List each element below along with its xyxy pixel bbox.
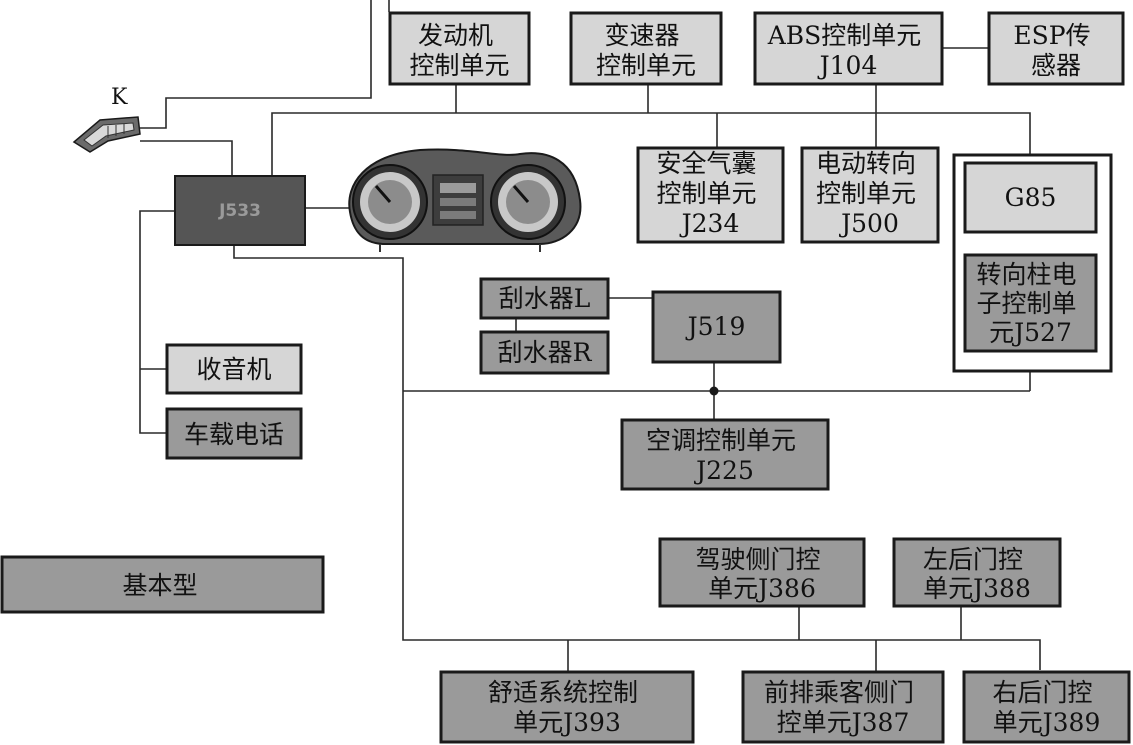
infotainment-bus <box>139 210 175 434</box>
top-bus-line <box>271 112 1031 208</box>
steering-column-group: G85 转向柱电 子控制单 元J527 <box>952 153 1113 373</box>
radio-unit-label: 收音机 <box>196 355 271 384</box>
rear-right-door-control-unit-label: 右后门控 单元J389 <box>993 678 1101 737</box>
instrument-cluster-icon <box>348 148 582 252</box>
gateway-top-line <box>140 0 372 129</box>
wiring <box>139 0 1041 672</box>
rear-left-door-control-unit: 左后门控 单元J388 <box>892 537 1062 608</box>
gateway-control-unit: J533 <box>174 175 306 246</box>
engine-control-unit: 发动机 控制单元 <box>388 11 531 86</box>
bus-junction-dot <box>709 386 719 396</box>
esp-sensor-label: ESP传 感器 <box>1013 21 1098 80</box>
airbag-control-unit-label: 安全气囊 控制单元 J234 <box>657 149 765 238</box>
rear-left-door-control-unit-label: 左后门控 单元J388 <box>923 545 1031 603</box>
rear-right-door-control-unit: 右后门控 单元J389 <box>962 670 1131 744</box>
radio-unit: 收音机 <box>165 343 303 395</box>
wiper-right: 刮水器R <box>479 330 610 375</box>
legend-basic-type: 基本型 <box>0 555 325 614</box>
aircon-control-unit: 空调控制单元 J225 <box>620 418 830 491</box>
gateway-box <box>174 175 306 246</box>
phone-unit: 车载电话 <box>165 407 303 460</box>
driver-door-control-unit: 驾驶侧门控 单元J386 <box>658 537 866 608</box>
key-icon <box>72 116 141 153</box>
g85-sensor-label: G85 <box>1005 183 1057 212</box>
abs-control-unit: ABS控制单元 J104 <box>753 11 944 86</box>
wiper-left-label: 刮水器L <box>499 284 591 313</box>
esp-sensor: ESP传 感器 <box>987 11 1125 86</box>
passenger-door-control-unit-label: 前排乘客侧门 控单元J387 <box>764 678 922 737</box>
driver-door-control-unit-label: 驾驶侧门控 单元J386 <box>696 545 829 603</box>
passenger-door-control-unit: 前排乘客侧门 控单元J387 <box>741 670 945 744</box>
eps-control-unit: 电动转向 控制单元 J500 <box>800 146 940 244</box>
j519-control-unit: J519 <box>651 290 782 364</box>
gateway-label: J533 <box>218 201 261 221</box>
g85-sensor: G85 <box>963 161 1098 234</box>
key-label: K <box>111 85 128 110</box>
airbag-control-unit: 安全气囊 控制单元 J234 <box>636 146 785 244</box>
wiper-left: 刮水器L <box>479 277 610 320</box>
legend-basic-type-label: 基本型 <box>122 571 197 600</box>
wiper-right-label: 刮水器R <box>498 338 593 367</box>
eps-control-unit-label: 电动转向 控制单元 J500 <box>816 149 924 238</box>
key-to-gateway <box>140 140 233 176</box>
comfort-control-unit: 舒适系统控制 单元J393 <box>439 670 695 744</box>
engine-control-unit-label: 发动机 控制单元 <box>409 21 509 80</box>
lower-bus <box>233 245 1041 670</box>
key: K <box>72 85 141 153</box>
gearbox-control-unit-label: 变速器 控制单元 <box>596 21 696 80</box>
j527-control-unit: 转向柱电 子控制单 元J527 <box>963 253 1098 353</box>
aircon-control-unit-label: 空调控制单元 J225 <box>646 426 804 485</box>
abs-control-unit-label: ABS控制单元 J104 <box>767 21 930 80</box>
comfort-control-unit-label: 舒适系统控制 单元J393 <box>488 678 646 737</box>
j527-control-unit-label: 转向柱电 子控制单 元J527 <box>977 260 1085 347</box>
j519-control-unit-label: J519 <box>685 312 746 341</box>
phone-unit-label: 车载电话 <box>184 420 284 449</box>
gearbox-control-unit: 变速器 控制单元 <box>569 11 723 86</box>
